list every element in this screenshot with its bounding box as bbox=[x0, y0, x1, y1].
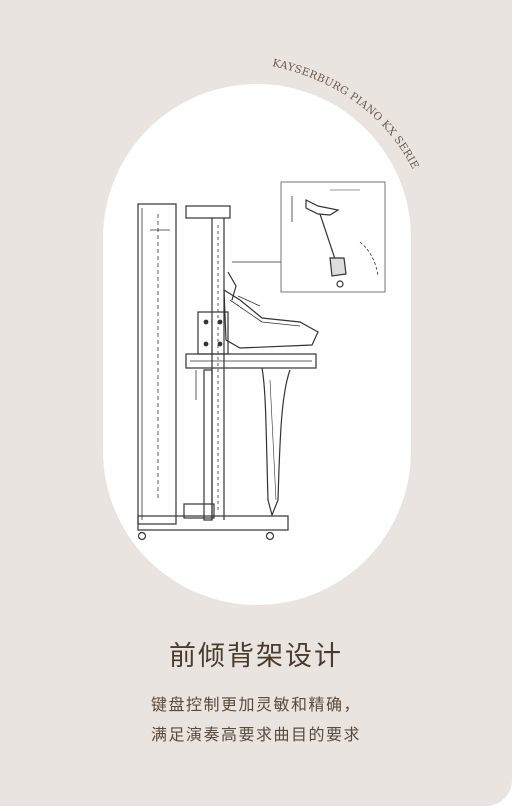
piano-action-illustration bbox=[137, 181, 386, 541]
arch-frame bbox=[103, 84, 411, 605]
feature-title: 前倾背架设计 bbox=[169, 641, 343, 672]
feature-description-line-1: 键盘控制更加灵敏和精确， bbox=[150, 695, 361, 714]
brand-curved-text: KAYSERBURG PIANO KX SERIES bbox=[0, 0, 421, 171]
feature-description-line-2: 满足演奏高要求曲目的要求 bbox=[150, 725, 361, 744]
